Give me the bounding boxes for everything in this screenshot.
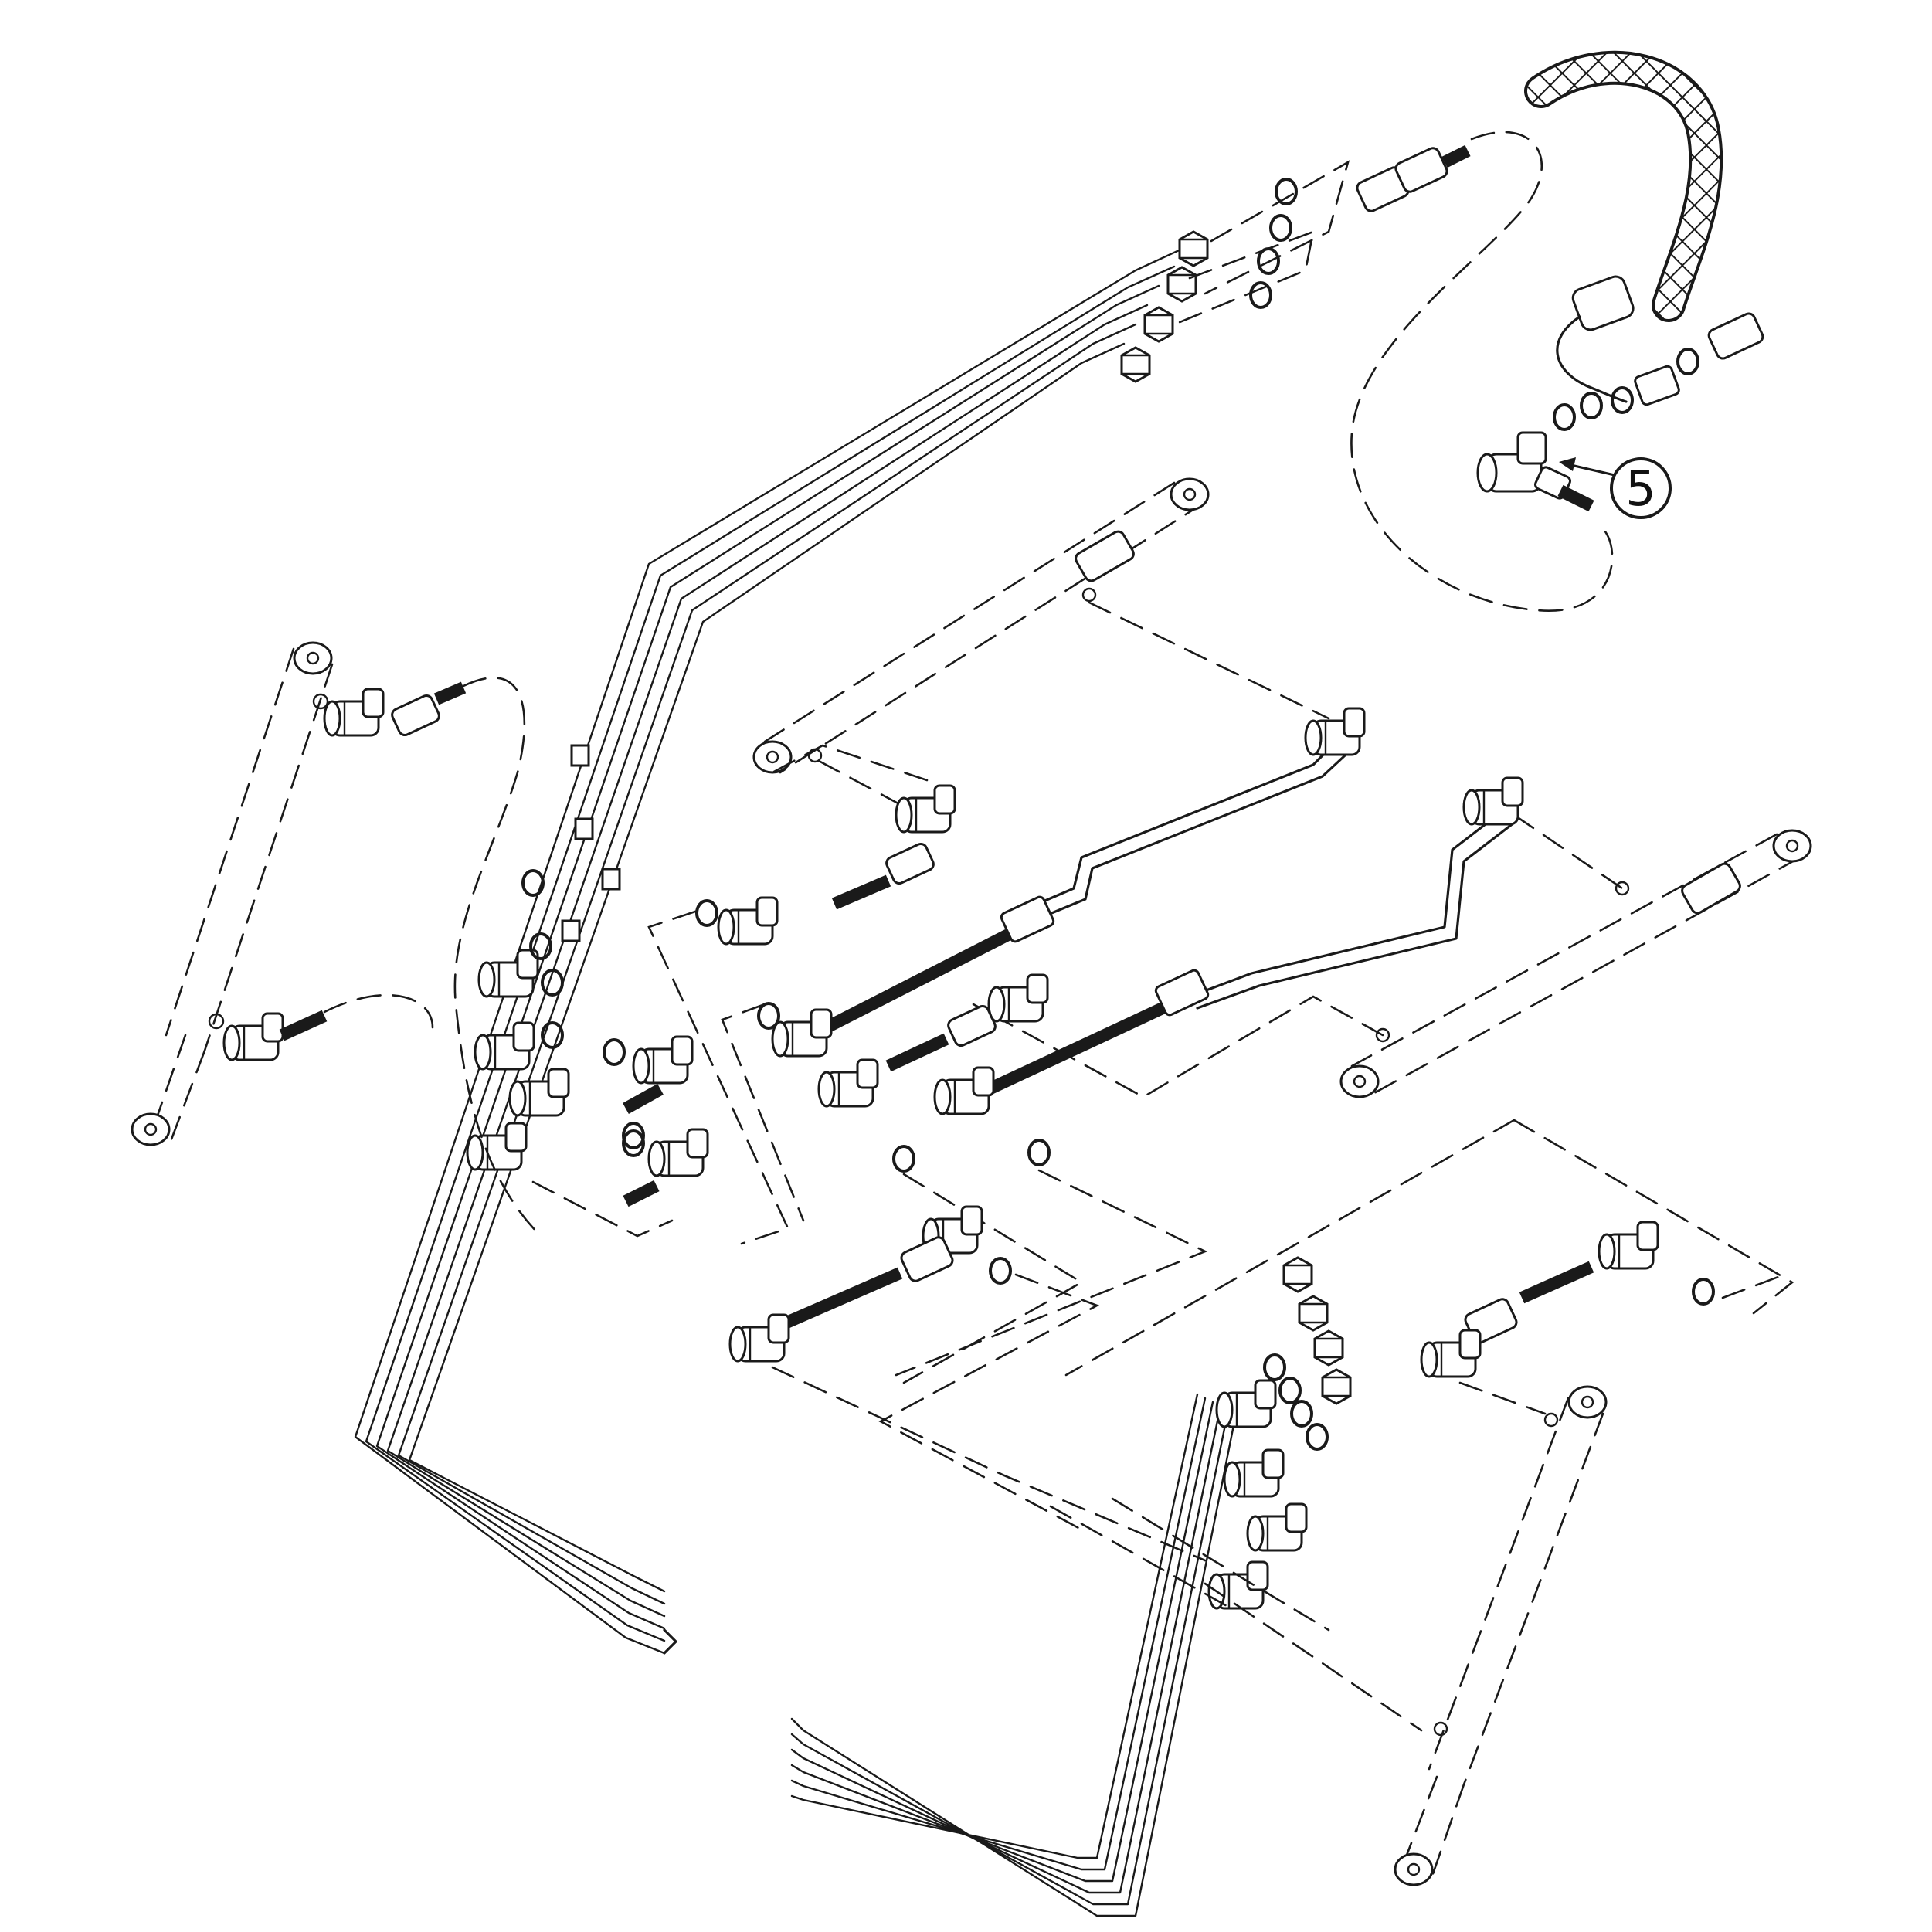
middle-hose-group	[647, 744, 1208, 1384]
tube-end-nuts-top	[1120, 230, 1209, 383]
callout-5: 5	[1559, 457, 1672, 519]
tube-bundle-left	[354, 246, 1187, 1655]
right-cylinder-lower	[1204, 1221, 1786, 1886]
tube-clamps	[561, 744, 621, 942]
left-cylinder	[131, 641, 542, 1238]
elbow-fitting	[1476, 431, 1594, 512]
top-right-assembly: 5	[1173, 50, 1764, 612]
callout-5-label: 5	[1625, 460, 1655, 517]
lower-right-fittings	[1049, 1119, 1794, 1632]
left-middle-elbows	[531, 1035, 709, 1238]
right-cylinder-upper	[933, 776, 1812, 1115]
lower-middle-hose	[728, 1205, 1207, 1562]
tube-bundle-right	[790, 1393, 1238, 1917]
middle-cylinder	[752, 477, 1366, 1058]
